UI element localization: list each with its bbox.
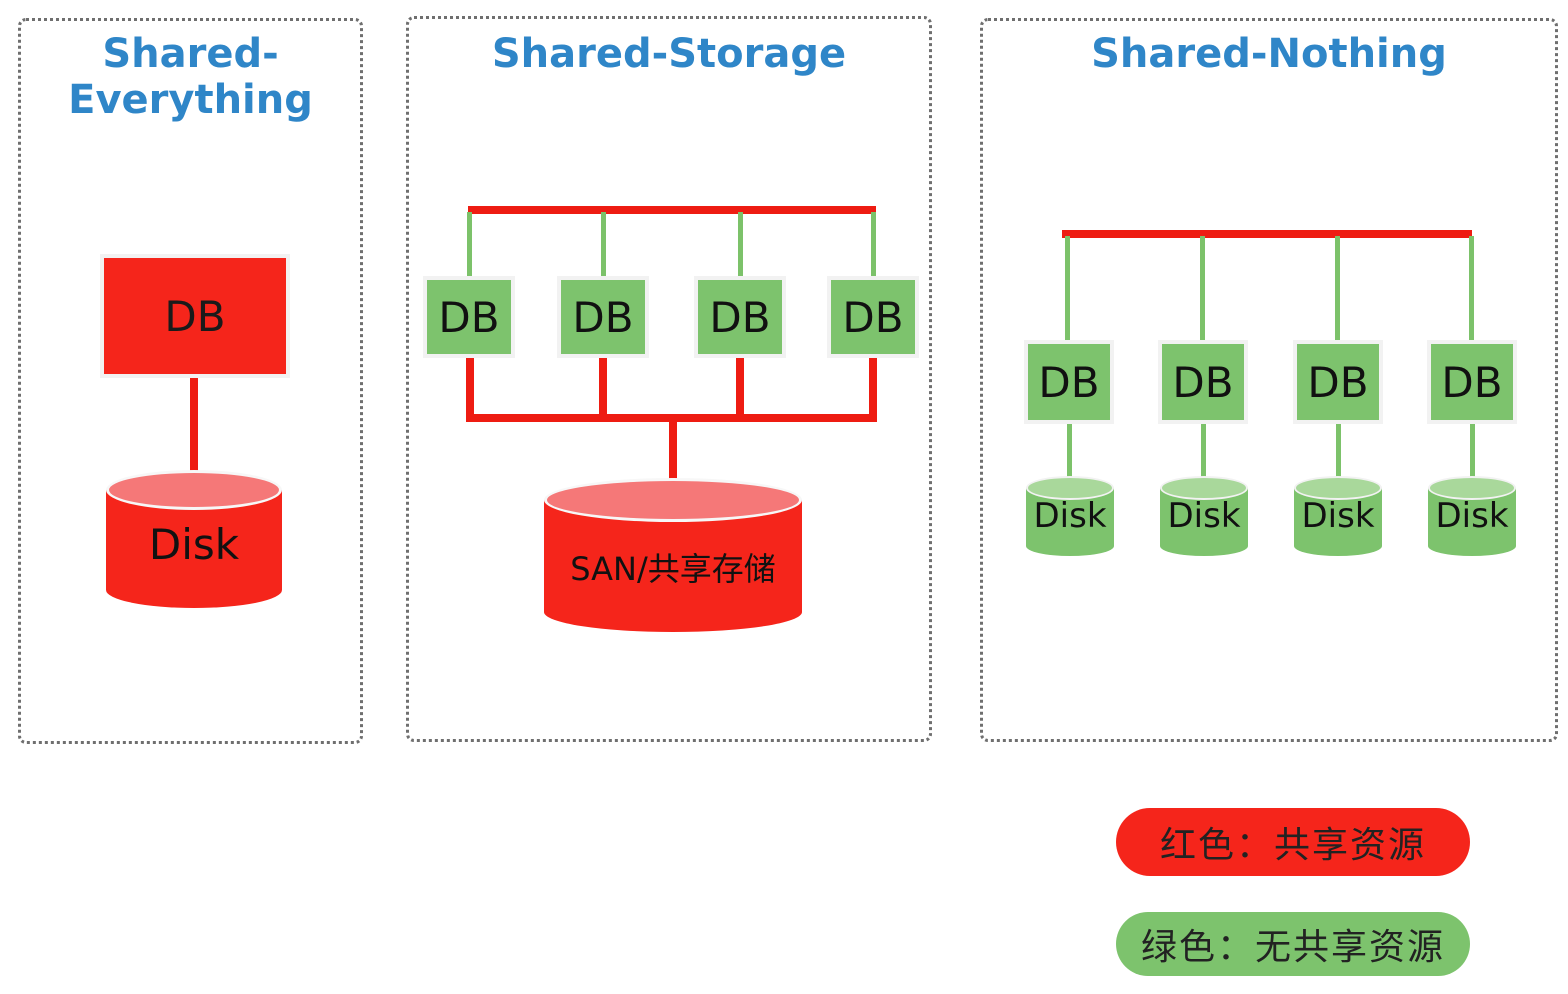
db-node: DB <box>423 276 515 358</box>
disk-cylinder: Disk <box>1160 476 1248 556</box>
link-line <box>1201 424 1206 480</box>
db-node: DB <box>694 276 786 358</box>
link-line <box>599 358 607 420</box>
db-node: DB <box>1427 340 1517 424</box>
disk-label: Disk <box>1167 496 1241 536</box>
link-line <box>601 212 606 278</box>
storage-bus-line <box>466 414 877 422</box>
disk-label: Disk <box>1435 496 1509 536</box>
link-line <box>1200 236 1205 342</box>
san-storage-cylinder: SAN/共享存储 <box>544 478 802 632</box>
panel-title-line1: Shared- <box>102 31 279 77</box>
disk-label: Disk <box>1033 496 1107 536</box>
link-line <box>1336 424 1341 480</box>
db-node: DB <box>557 276 649 358</box>
link-line <box>1470 424 1475 480</box>
network-bus-line <box>1062 230 1472 238</box>
link-line <box>869 358 877 420</box>
db-node: DB <box>1158 340 1248 424</box>
db-node: DB <box>1024 340 1114 424</box>
panel-title: Shared-Storage <box>491 31 847 77</box>
link-line <box>1067 424 1072 480</box>
db-node: DB <box>1293 340 1383 424</box>
disk-cylinder: Disk <box>1026 476 1114 556</box>
panel-title-line2: Everything <box>68 77 313 123</box>
disk-label: Disk <box>148 520 240 569</box>
link-line <box>1335 236 1340 342</box>
disk-label: Disk <box>1301 496 1375 536</box>
link-line <box>736 358 744 420</box>
panel-title: Shared-Nothing <box>1091 31 1447 77</box>
link-line <box>466 358 474 420</box>
link-line <box>190 378 198 474</box>
link-line <box>871 212 876 278</box>
db-node: DB <box>827 276 919 358</box>
legend-red-shared: 红色：共享资源 <box>1116 808 1470 876</box>
disk-cylinder: Disk <box>106 470 282 608</box>
link-line <box>669 420 677 482</box>
link-line <box>1065 236 1070 342</box>
legend-green-unshared: 绿色：无共享资源 <box>1116 912 1470 976</box>
link-line <box>467 212 472 278</box>
disk-cylinder: Disk <box>1428 476 1516 556</box>
panel-shared-nothing: Shared-Nothing <box>980 18 1558 742</box>
db-node: DB <box>100 254 290 378</box>
panel-shared-everything: Shared- Everything <box>18 18 363 744</box>
panel-shared-storage: Shared-Storage <box>406 16 932 742</box>
link-line <box>1469 236 1474 342</box>
san-storage-label: SAN/共享存储 <box>570 550 776 588</box>
shared-bus-line <box>468 206 876 214</box>
disk-cylinder: Disk <box>1294 476 1382 556</box>
link-line <box>738 212 743 278</box>
